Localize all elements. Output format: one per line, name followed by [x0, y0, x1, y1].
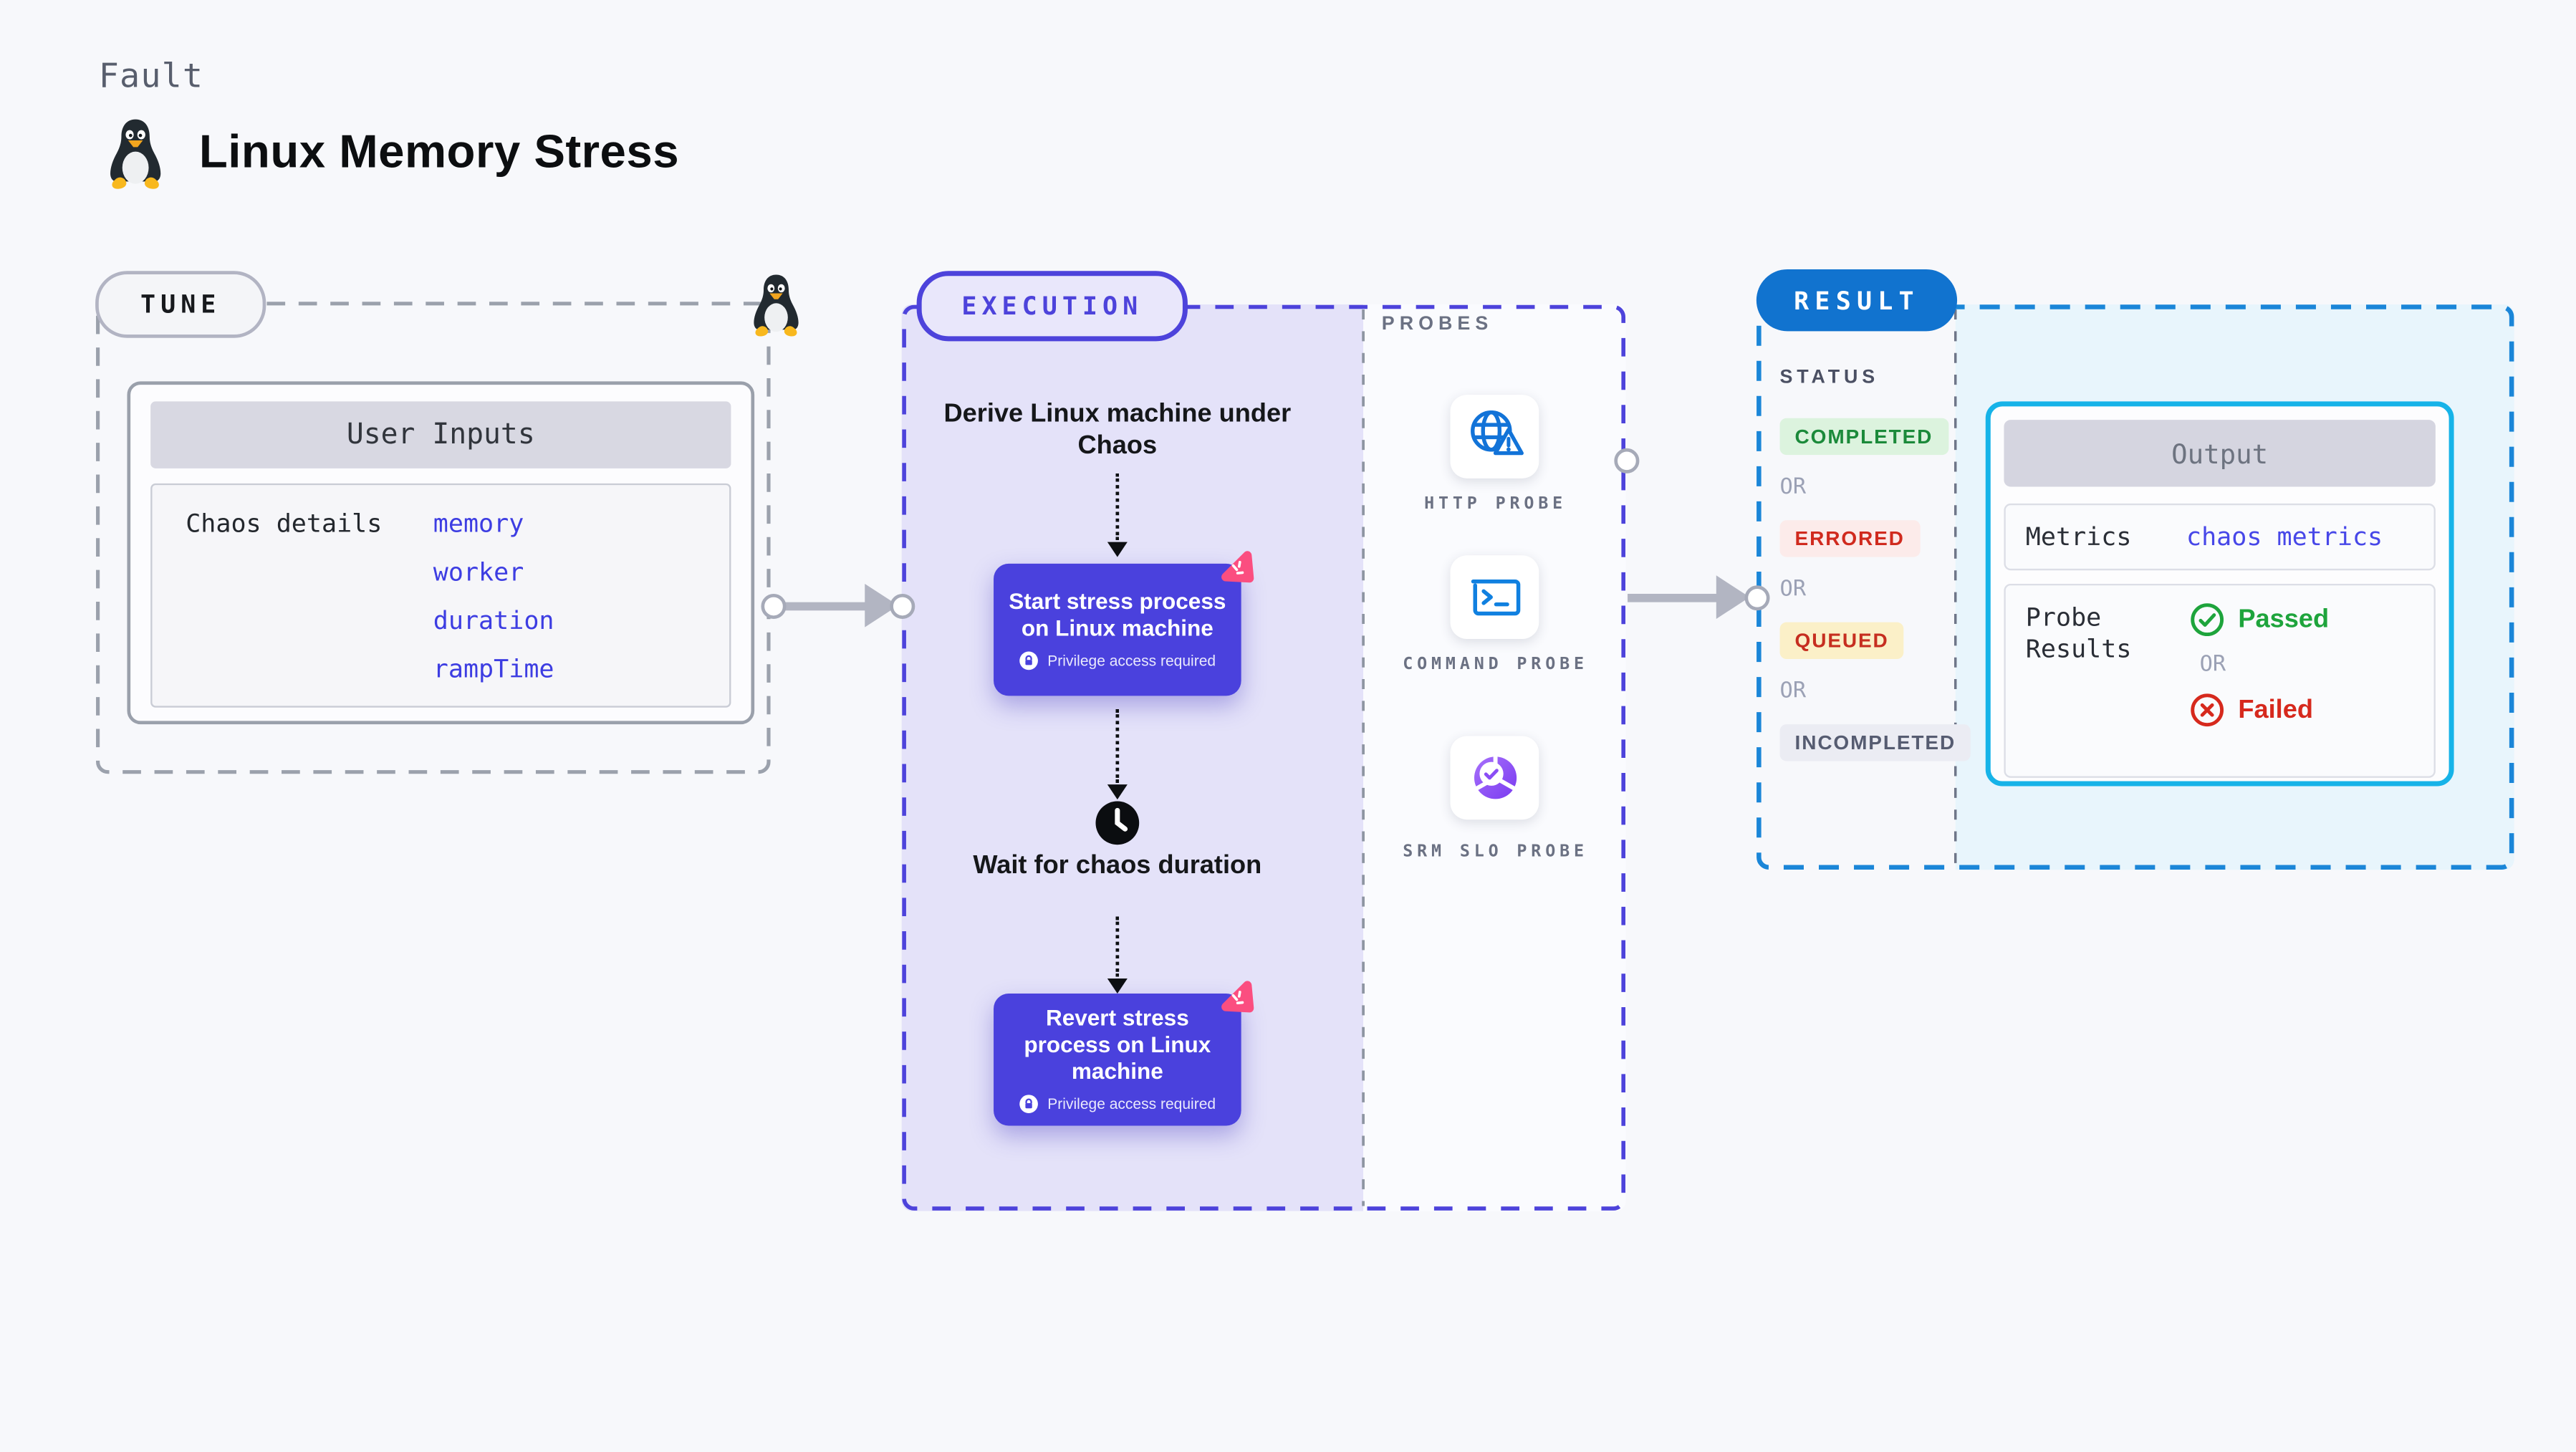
connection-point — [890, 593, 915, 619]
slo-pie-icon — [1473, 754, 1516, 799]
status-column: STATUS COMPLETED OR ERRORED OR QUEUED OR… — [1779, 367, 1971, 761]
linux-tux-icon — [754, 274, 799, 337]
input-link-memory[interactable]: memory — [433, 508, 524, 539]
fault-kicker: Fault — [98, 55, 204, 96]
probe-label-command: COMMAND PROBE — [1403, 655, 1588, 675]
privilege-note: Privilege access required — [1047, 652, 1216, 670]
flow-connector-arrowhead — [1107, 979, 1128, 994]
clock-icon — [1095, 801, 1140, 845]
arrowhead-icon — [1716, 575, 1750, 619]
input-link-duration[interactable]: duration — [433, 605, 554, 636]
lock-icon — [1019, 651, 1039, 670]
chaos-badge-icon — [1221, 551, 1254, 583]
or-label: OR — [1779, 577, 1807, 602]
probe-label-srm-slo: SRM SLO PROBE — [1403, 842, 1588, 862]
step-wait-label: Wait for chaos duration — [973, 851, 1262, 880]
tune-section-label: TUNE — [95, 271, 266, 338]
probe-label-http: HTTP PROBE — [1424, 495, 1567, 514]
arrow-right-icon — [774, 601, 868, 610]
step-start-label: Start stress process on Linux machine — [1009, 588, 1226, 641]
or-label: OR — [1779, 475, 1807, 501]
flow-connector — [1115, 473, 1120, 541]
tune-dashed-border — [96, 302, 771, 774]
terminal-icon — [1470, 579, 1520, 616]
status-badge-incompleted: INCOMPLETED — [1779, 724, 1971, 761]
chaos-details-label: Chaos details — [186, 508, 383, 539]
result-section-label: RESULT — [1756, 269, 1958, 332]
globe-alert-icon — [1469, 410, 1523, 456]
step-start-box: Start stress process on Linux machine Pr… — [994, 551, 1254, 696]
page-title: Linux Memory Stress — [198, 125, 680, 178]
output-card: Output Metrics chaos metrics Probe Resul… — [1985, 401, 2454, 787]
step-revert-label: Revert stress process on Linux machine — [1024, 1005, 1211, 1085]
step-derive-label: Derive Linux machine under Chaos — [943, 400, 1292, 461]
privilege-note: Privilege access required — [1047, 1095, 1216, 1112]
probe-card-http — [1450, 395, 1539, 479]
user-inputs-header: User Inputs — [150, 401, 731, 468]
probe-card-srm-slo — [1450, 736, 1539, 820]
check-circle-icon — [2191, 603, 2224, 637]
chaos-badge-icon — [1221, 981, 1254, 1013]
execution-dashed-border — [902, 304, 1626, 1211]
flow-connector-arrowhead — [1107, 784, 1128, 800]
status-badge-completed: COMPLETED — [1779, 418, 1948, 456]
lock-icon — [1019, 1095, 1039, 1114]
arrow-right-icon — [1628, 592, 1720, 602]
connection-point — [1614, 448, 1640, 473]
failed-label: Failed — [2238, 695, 2313, 723]
linux-tux-icon — [110, 119, 161, 189]
user-inputs-card: User Inputs Chaos details memory worker … — [127, 381, 755, 725]
status-badge-queued: QUEUED — [1779, 622, 1904, 660]
passed-label: Passed — [2238, 605, 2330, 633]
connection-point — [1744, 585, 1770, 611]
flow-connector — [1115, 709, 1120, 783]
chaos-metrics-link[interactable]: chaos metrics — [2186, 521, 2383, 552]
input-link-worker[interactable]: worker — [433, 557, 524, 587]
probe-results-label: Probe Results — [2025, 602, 2132, 665]
probes-title: PROBES — [1381, 314, 1494, 335]
flow-connector-arrowhead — [1107, 542, 1128, 557]
execution-section-label: EXECUTION — [916, 271, 1188, 342]
flow-connector — [1115, 916, 1120, 977]
x-circle-icon — [2191, 693, 2224, 727]
tune-input-links: memory worker duration rampTime — [433, 509, 554, 706]
probe-card-command — [1450, 555, 1539, 640]
status-title: STATUS — [1779, 367, 1880, 388]
status-badge-errored: ERRORED — [1779, 520, 1920, 557]
connection-point — [761, 593, 787, 619]
output-header: Output — [2004, 420, 2436, 487]
input-link-ramptime[interactable]: rampTime — [433, 654, 554, 685]
or-label: OR — [1779, 679, 1807, 705]
step-revert-box: Revert stress process on Linux machine P… — [994, 981, 1254, 1126]
or-label: OR — [2199, 652, 2226, 678]
metrics-label: Metrics — [2025, 521, 2132, 552]
